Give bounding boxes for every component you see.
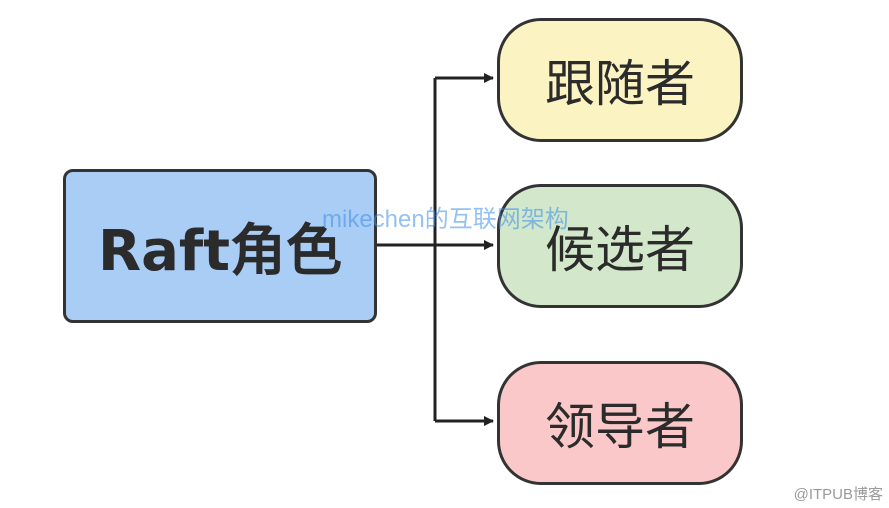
candidate-label: 候选者 xyxy=(545,221,695,279)
root-node-label: Raft角色 xyxy=(97,218,343,284)
child-node-candidate: 候选者 xyxy=(497,184,743,308)
child-node-leader: 领导者 xyxy=(497,361,743,485)
source-credit: @ITPUB博客 xyxy=(793,486,883,503)
watermark-text: mikechen的互联网架构 xyxy=(322,206,569,233)
root-node-raft-roles: Raft角色 xyxy=(63,169,377,323)
child-node-follower: 跟随者 xyxy=(497,18,743,142)
follower-label: 跟随者 xyxy=(545,55,695,113)
leader-label: 领导者 xyxy=(545,398,695,456)
